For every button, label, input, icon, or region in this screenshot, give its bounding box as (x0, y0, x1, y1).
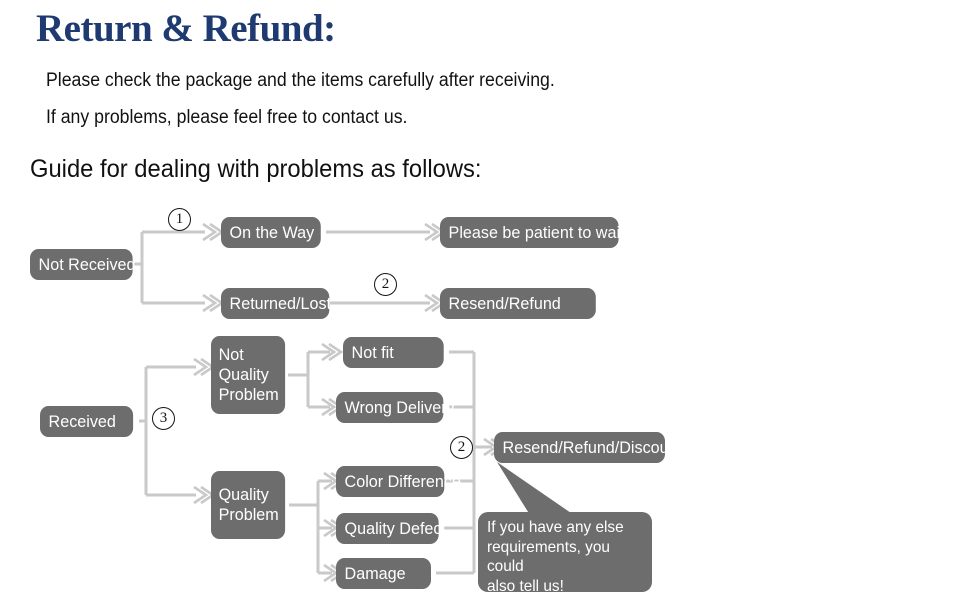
connector-quality-problem-split (289, 479, 332, 575)
node-wrong-delivery-label: Wrong Delivery (344, 397, 455, 417)
node-be-patient-to-wait-label: Please be patient to wait (448, 222, 625, 242)
connector-not-quality-split (288, 350, 330, 409)
node-not-received[interactable]: Not Received (30, 249, 136, 280)
step-number-2-lower: 2 (450, 436, 473, 459)
node-quality-problem-label: Quality Problem (218, 485, 279, 524)
node-returned-lost[interactable]: Returned/Lost (221, 288, 332, 319)
intro-line-2: If any problems, please feel free to con… (46, 107, 408, 128)
node-on-the-way[interactable]: On the Way (221, 217, 321, 248)
node-received-label: Received (48, 411, 116, 431)
page-title: Return & Refund: (36, 7, 336, 50)
connector-collector-bus (436, 350, 492, 575)
guide-heading: Guide for dealing with problems as follo… (30, 155, 482, 183)
node-received[interactable]: Received (40, 406, 134, 437)
node-be-patient-to-wait[interactable]: Please be patient to wait (440, 217, 625, 248)
node-resend-refund-discount[interactable]: Resend/Refund/Discount (494, 432, 682, 463)
node-color-difference-label: Color Difference (344, 471, 461, 491)
node-resend-refund-label: Resend/Refund (448, 293, 561, 313)
node-damage[interactable]: Damage (336, 558, 431, 589)
node-resend-refund[interactable]: Resend/Refund (440, 288, 596, 319)
connector-received-split (139, 365, 196, 497)
node-returned-lost-label: Returned/Lost (229, 293, 332, 313)
node-on-the-way-label: On the Way (229, 222, 315, 242)
step-number-3: 3 (152, 407, 175, 430)
node-quality-defect[interactable]: Quality Defect (336, 513, 446, 544)
step-number-2: 2 (374, 273, 397, 296)
step-number-2-text: 2 (381, 276, 390, 292)
callout-bubble-line-1: If you have any else (487, 519, 624, 536)
callout-bubble: If you have any else requirements, you c… (478, 512, 652, 595)
arrowhead-not-fit (321, 342, 344, 362)
intro-line-1: Please check the package and the items c… (46, 70, 555, 91)
node-not-quality-problem[interactable]: Not Quality Problem (211, 336, 286, 414)
node-not-fit-label: Not fit (351, 342, 394, 362)
node-damage-label: Damage (344, 563, 406, 583)
node-not-received-label: Not Received (38, 254, 136, 274)
arrowhead-on-the-way (202, 222, 225, 242)
callout-bubble-line-2: requirements, you could (487, 538, 610, 576)
node-color-difference[interactable]: Color Difference (336, 466, 461, 497)
step-number-3-text: 3 (159, 410, 168, 426)
node-wrong-delivery[interactable]: Wrong Delivery (336, 392, 455, 423)
node-quality-problem[interactable]: Quality Problem (211, 471, 286, 539)
node-not-fit[interactable]: Not fit (343, 337, 444, 368)
step-number-1-text: 1 (175, 211, 184, 227)
callout-bubble-line-3: also tell us! (487, 577, 564, 595)
node-resend-refund-discount-label: Resend/Refund/Discount (502, 437, 683, 457)
node-quality-defect-label: Quality Defect (344, 518, 446, 538)
connector-not-received-split (133, 230, 205, 305)
node-not-quality-problem-label: Not Quality Problem (218, 345, 279, 404)
arrowhead-returned-lost (202, 293, 225, 313)
step-number-2-lower-text: 2 (457, 439, 466, 455)
step-number-1: 1 (168, 208, 191, 231)
